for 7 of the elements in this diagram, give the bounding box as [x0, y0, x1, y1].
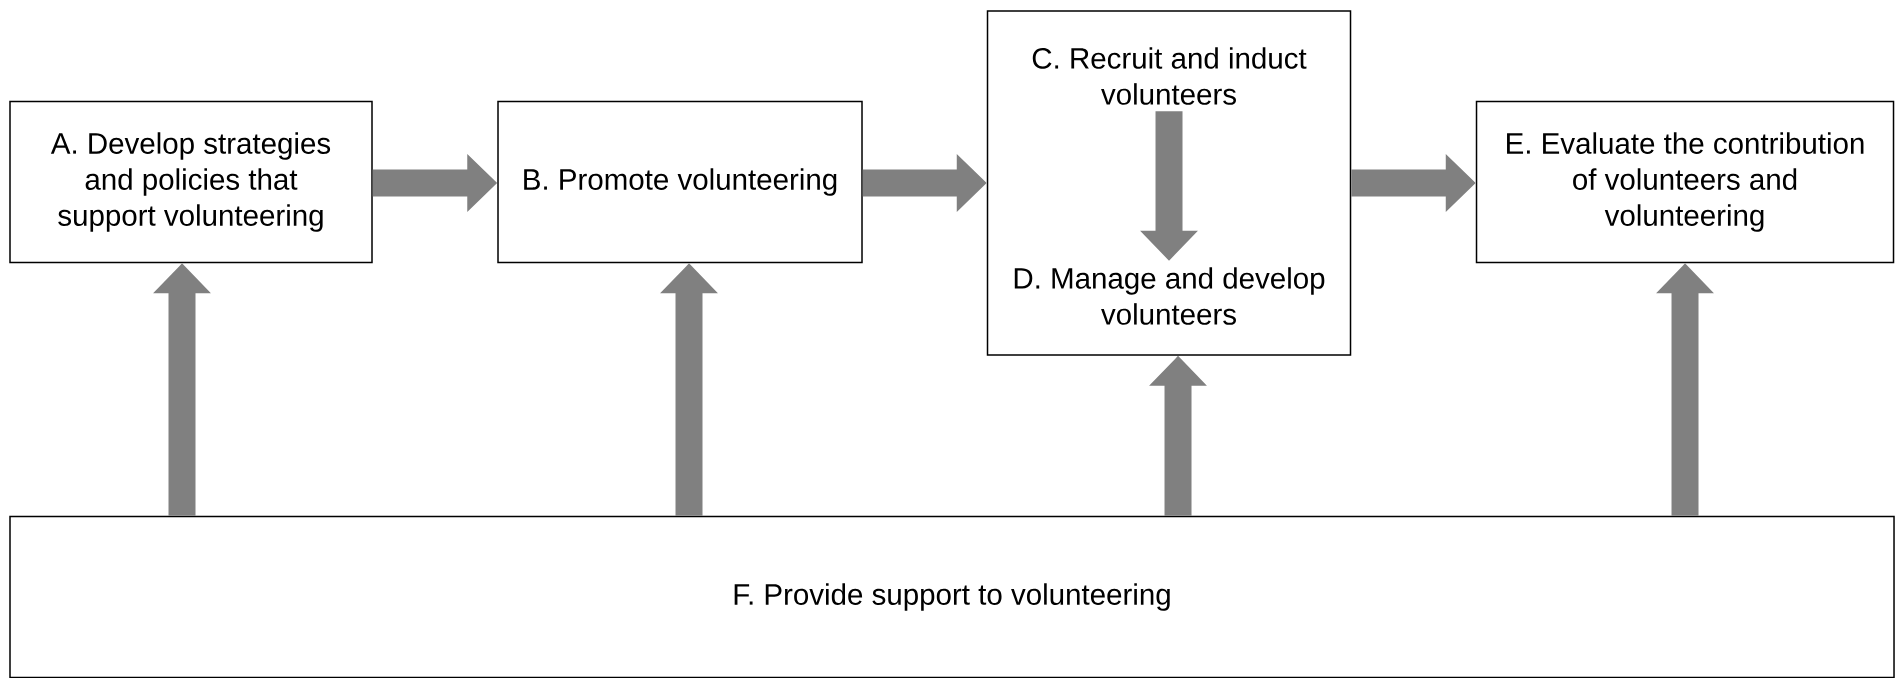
- step-label: D. Manage and develop volunteers: [1014, 267, 1325, 325]
- process-box: E. Evaluate the contribution of volunteers and volunteering: [1475, 100, 1895, 264]
- step-label: C. Recruit and induct volunteers: [1032, 47, 1307, 105]
- process-box: B. Promote volunteering: [497, 100, 863, 264]
- process-box: A. Develop strategies and policies that support volunteering: [9, 100, 373, 264]
- process-box: [986, 10, 1352, 356]
- process-box: F. Provide support to volunteering: [9, 515, 1895, 678]
